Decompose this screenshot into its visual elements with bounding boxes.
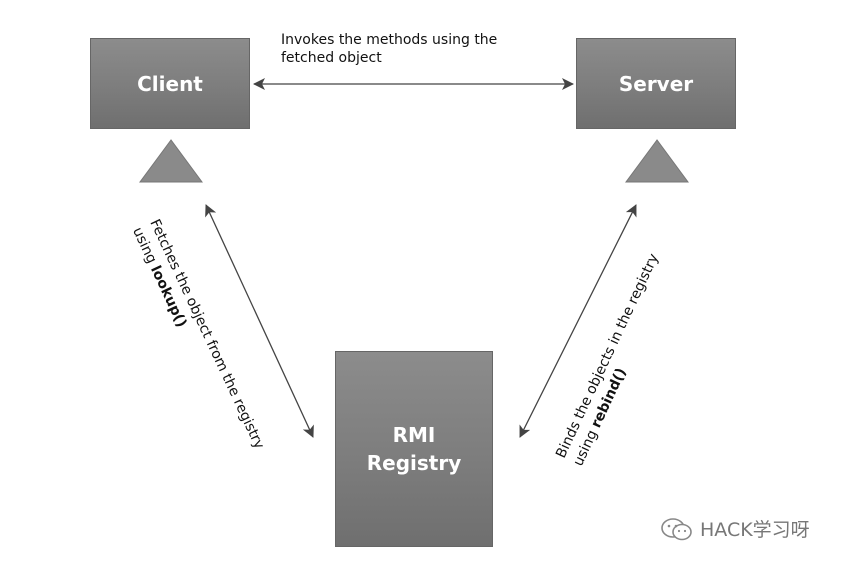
client-registry-arrow xyxy=(205,204,314,438)
client-triangle xyxy=(139,139,203,183)
rmi-registry-box: RMI Registry xyxy=(335,351,493,547)
left-link-label-line1: Fetches the object from the registry xyxy=(146,217,267,452)
watermark: HACK学习呀 xyxy=(660,515,810,542)
server-registry-arrow xyxy=(519,204,637,438)
top-link-label-line1: Invokes the methods using the xyxy=(281,32,497,48)
registry-label-line2: Registry xyxy=(366,451,462,475)
right-link-label: Binds the objects in the registry using … xyxy=(553,251,662,468)
client-label: Client xyxy=(137,71,203,96)
right-link-label-line1: Binds the objects in the registry xyxy=(553,251,662,460)
top-link-label-line2: fetched object xyxy=(281,50,382,66)
server-label: Server xyxy=(618,71,694,96)
server-box: Server xyxy=(576,38,736,129)
server-triangle xyxy=(625,139,689,183)
watermark-text: HACK学习呀 xyxy=(700,519,810,541)
wechat-icon xyxy=(661,517,692,540)
client-box: Client xyxy=(90,38,250,129)
left-link-label: Fetches the object from the registry usi… xyxy=(129,217,267,452)
registry-label-line1: RMI xyxy=(392,423,436,447)
